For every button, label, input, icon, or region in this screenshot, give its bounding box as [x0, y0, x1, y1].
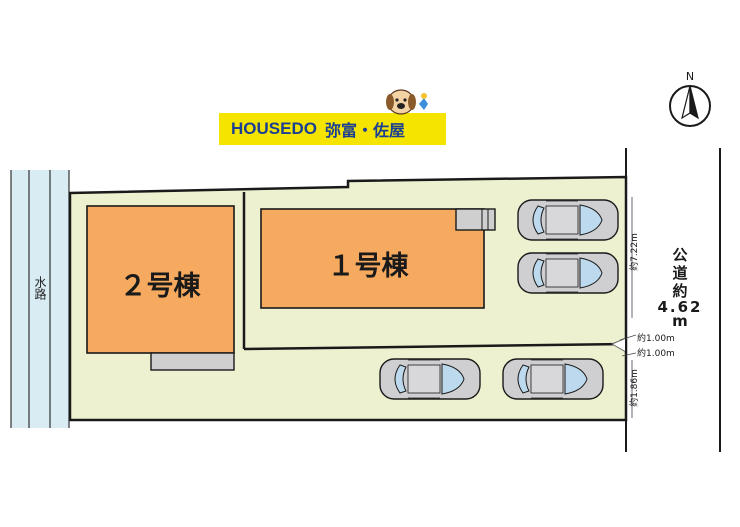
waterway-label: 水路 — [33, 276, 47, 301]
logo-banner: HOUSEDO 弥富・佐屋 — [219, 113, 446, 145]
road-label: 公 道 約 4.62 m — [657, 246, 702, 330]
compass-needle-right — [689, 85, 699, 120]
logo-brand: HOUSEDO — [231, 119, 317, 138]
road-width-unit: m — [672, 312, 688, 330]
building-1-label: １号棟 — [328, 251, 410, 282]
lot-divider — [243, 342, 627, 351]
logo-branch: 弥富・佐屋 — [324, 121, 405, 140]
waterway-area — [11, 170, 69, 428]
dimension-annotations: 約7.22m 約1.00m 約1.00m 約1.86m — [619, 197, 675, 418]
building-2-porch — [150, 352, 235, 371]
side-dimension: 約1.86m — [628, 369, 640, 407]
corner-dimension-1: 約1.00m — [637, 332, 675, 344]
car-icon — [517, 199, 619, 241]
road-label-char: 公 — [672, 246, 687, 264]
building-1-porch — [455, 208, 496, 231]
north-label: N — [686, 70, 694, 83]
car-icon — [379, 358, 481, 400]
road-label-char: 道 — [672, 264, 687, 282]
leader-line — [619, 334, 637, 341]
road-width-value: 4.62 — [657, 298, 702, 316]
frontage-dimension: 約7.22m — [628, 233, 640, 271]
road-label-char: 約 — [672, 282, 687, 300]
building-2 — [86, 205, 235, 354]
corner-dimension-2: 約1.00m — [637, 347, 675, 359]
car-icon — [517, 252, 619, 294]
building-2-label: ２号棟 — [120, 271, 202, 302]
building-1 — [260, 208, 485, 309]
dog-mascot-icon — [386, 89, 428, 115]
north-arrow-icon: N — [669, 70, 711, 127]
waterway: 水路 — [10, 170, 70, 428]
car-icon — [502, 358, 604, 400]
leader-line — [621, 352, 637, 357]
parking-cars — [379, 199, 619, 400]
